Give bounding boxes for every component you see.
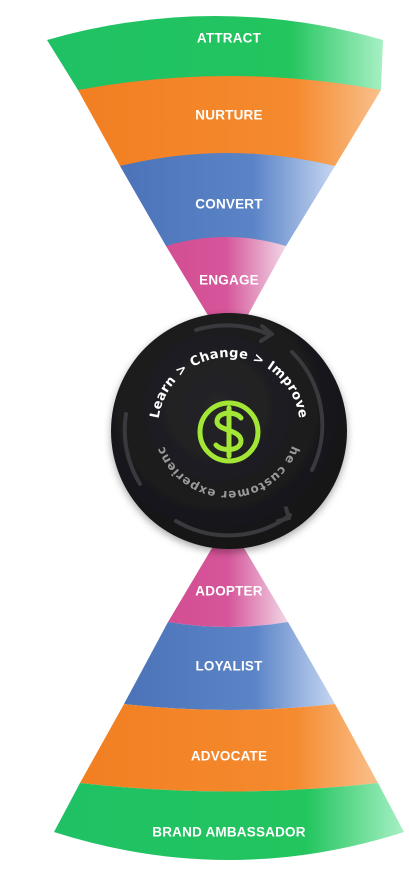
stage-engage-label: ENGAGE <box>199 273 259 288</box>
stage-convert-band <box>120 153 335 246</box>
stage-advocate-band <box>80 704 378 792</box>
stage-nurture-band <box>78 76 381 166</box>
stage-adopter-label: ADOPTER <box>195 584 262 599</box>
stage-brand-ambassador-band <box>54 783 404 860</box>
bottom-funnel: ADOPTER LOYALIST ADVOCATE BRAND AMBASSAD… <box>54 548 404 860</box>
stage-adopter-band <box>168 548 288 627</box>
stage-attract-label: ATTRACT <box>197 31 262 46</box>
stage-attract-band <box>47 16 383 90</box>
cycle-arrows-icon <box>122 323 325 538</box>
dollar-circle-icon <box>197 400 261 464</box>
stage-convert-label: CONVERT <box>195 197 263 212</box>
stage-nurture-label: NURTURE <box>195 108 262 123</box>
stage-brand-ambassador-label: BRAND AMBASSADOR <box>152 825 305 840</box>
stage-engage-band <box>166 237 286 322</box>
stage-advocate-label: ADVOCATE <box>191 749 267 764</box>
stage-loyalist-band <box>124 622 335 710</box>
stage-loyalist-label: LOYALIST <box>195 659 263 674</box>
top-funnel: ATTRACT NURTURE CONVERT ENGAGE <box>47 16 383 322</box>
